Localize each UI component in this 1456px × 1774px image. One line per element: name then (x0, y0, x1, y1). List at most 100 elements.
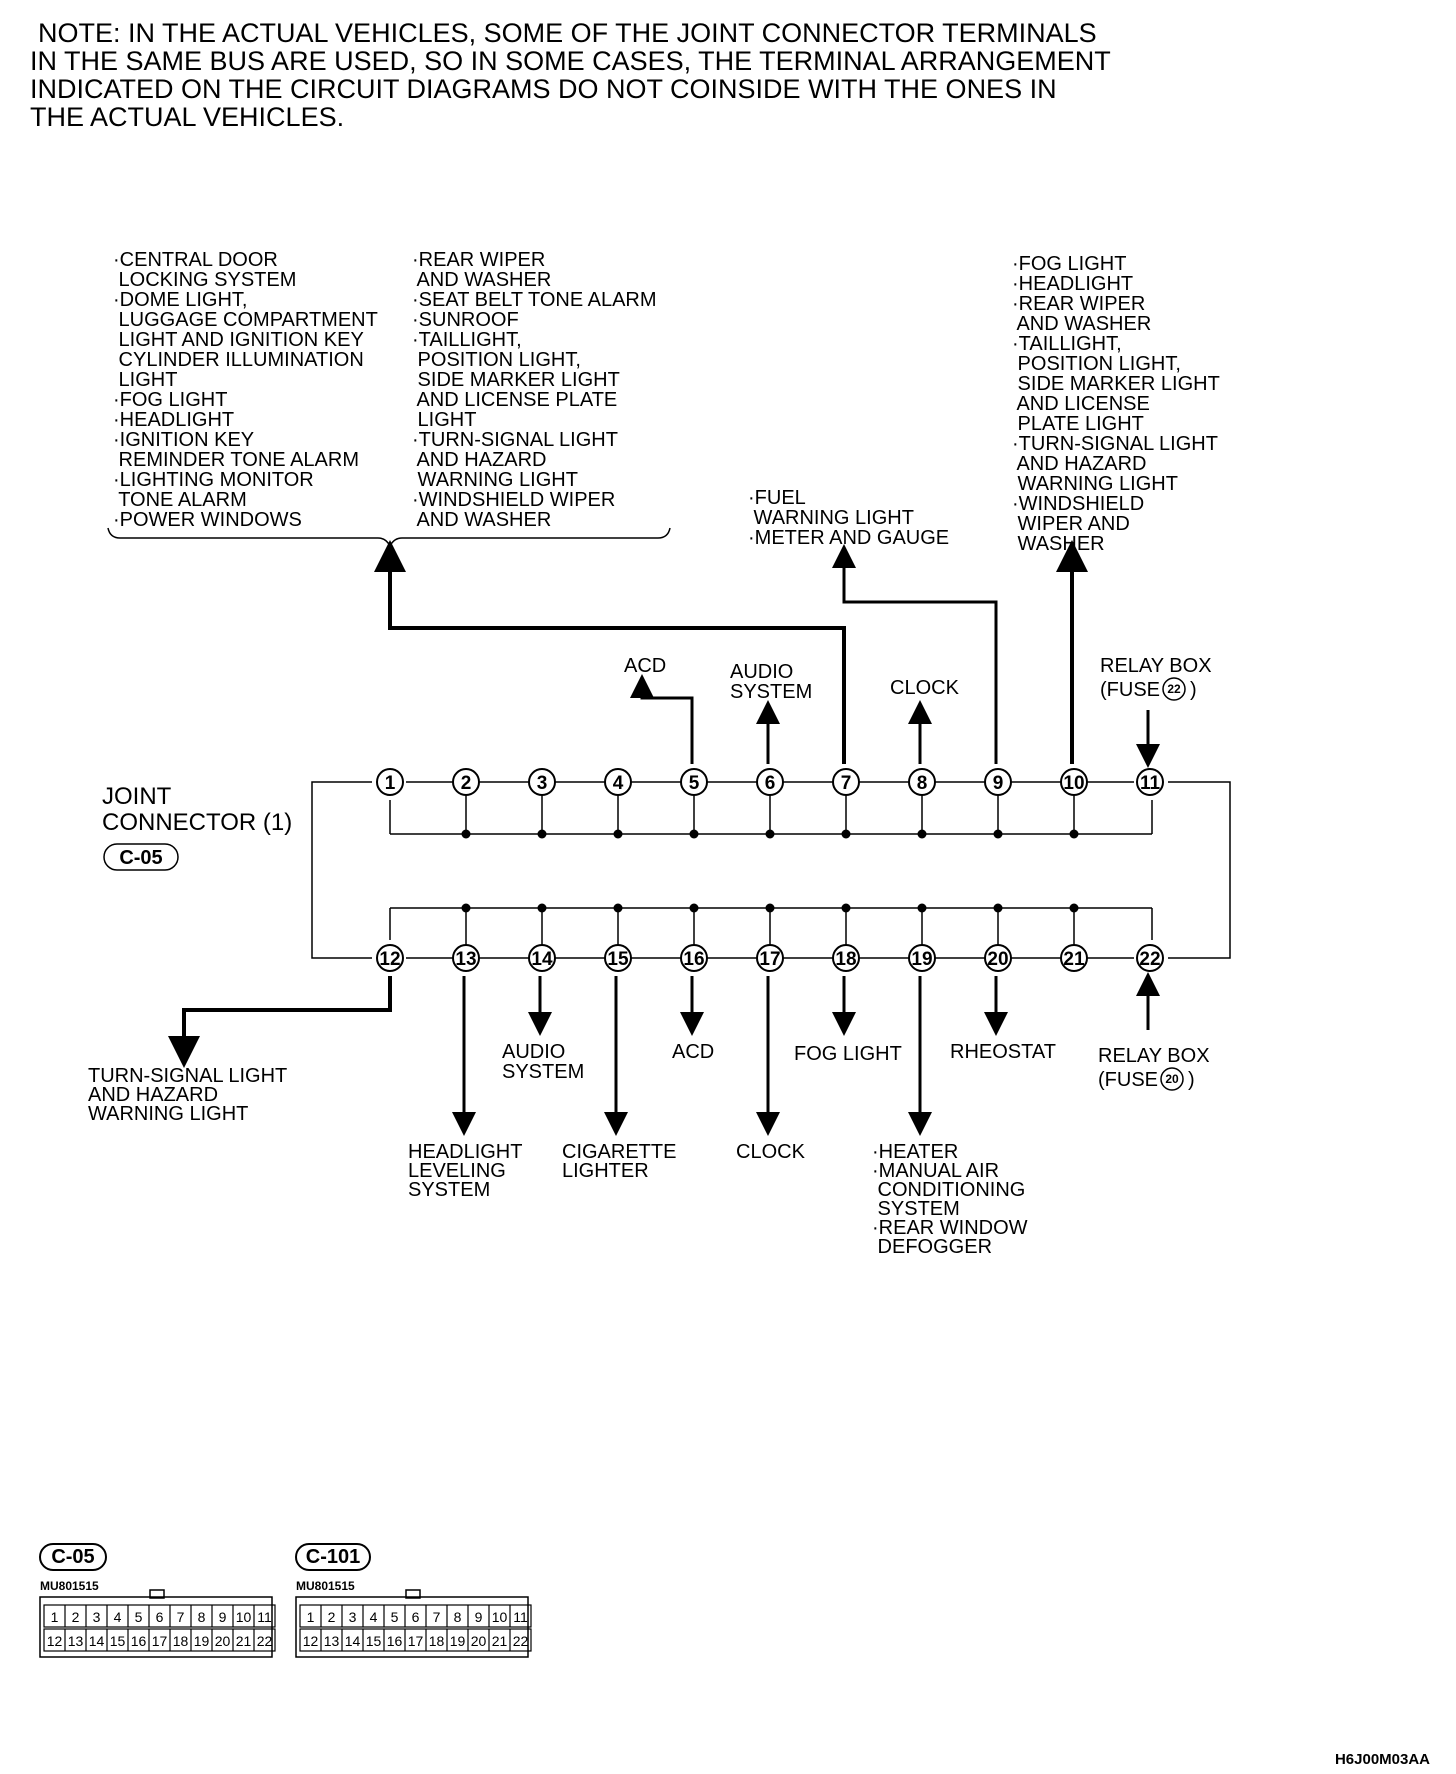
top-bus-drops (461, 795, 1079, 839)
pin-3: 3 (528, 768, 556, 796)
pin22-fuse-circle (1160, 1067, 1184, 1091)
connector-view-cell: 3 (349, 1609, 357, 1625)
connector-view-cell: 17 (408, 1633, 424, 1649)
pin14-label-line: SYSTEM (502, 1061, 584, 1083)
connector-view-cell: 6 (412, 1609, 420, 1625)
pin-17: 17 (756, 944, 784, 972)
group-right-line: ·REAR WIPER (412, 249, 545, 271)
bus-junction-dot (689, 829, 699, 839)
connector-view-lock-tab (405, 1589, 421, 1599)
group-right-line: AND LICENSE PLATE (412, 389, 617, 411)
wire-pin5-acd (630, 674, 694, 764)
connector-view-cell: 17 (152, 1633, 168, 1649)
connector-view-cell: 10 (492, 1609, 508, 1625)
bus-junction-dot (537, 903, 547, 913)
connector-title-line-1: JOINT (102, 783, 172, 810)
pin11-label-line-1: RELAY BOX (1100, 655, 1212, 677)
pin-number: 1 (385, 773, 396, 794)
pin10-label-line: ·TAILLIGHT, (1012, 333, 1122, 355)
pin-number: 7 (841, 773, 852, 794)
pin10-label-line: PLATE LIGHT (1012, 413, 1144, 435)
pin-12: 12 (376, 944, 404, 972)
bottom-bus (389, 907, 1153, 940)
figure-id: H6J00M03AA (1335, 1751, 1430, 1768)
connector-view-cell: 5 (135, 1609, 143, 1625)
bus-junction-dot (537, 829, 547, 839)
group-left-line: LUGGAGE COMPARTMENT (113, 309, 378, 331)
connector-view-row (43, 1604, 276, 1628)
pin-number: 20 (987, 949, 1008, 970)
pin6-label-line-2: SYSTEM (730, 681, 812, 703)
pin-16: 16 (680, 944, 708, 972)
bus-junction-dot (993, 903, 1003, 913)
pin10-label-line: WIPER AND (1012, 513, 1130, 535)
bus-junction-dot (689, 903, 699, 913)
group-right-line: LIGHT (412, 409, 476, 431)
bottom-wires (168, 972, 1160, 1136)
pin-number: 13 (455, 949, 476, 970)
pin-number: 12 (379, 949, 400, 970)
top-bus (389, 800, 1153, 835)
connector-view-code: C-05 (51, 1546, 94, 1568)
pin19-label-line: ·HEATER (872, 1141, 958, 1163)
connector-view-cell: 6 (156, 1609, 164, 1625)
top-wires (374, 540, 1160, 768)
connector-view-cell: 13 (324, 1633, 340, 1649)
pin-9: 9 (984, 768, 1012, 796)
pin10-label-line: WASHER (1012, 533, 1105, 555)
pin-2: 2 (452, 768, 480, 796)
bus-junction-dot (613, 829, 623, 839)
pin10-label-line: WARNING LIGHT (1012, 473, 1178, 495)
pin-number: 3 (537, 773, 548, 794)
connector-view-cell: 16 (387, 1633, 403, 1649)
connector-view-part-number: MU801515 (296, 1579, 355, 1593)
group-left-line: CYLINDER ILLUMINATION (113, 349, 364, 371)
bus-junction-dot (1069, 903, 1079, 913)
group-right-line: AND WASHER (412, 269, 551, 291)
pin9-label-line: ·FUEL (748, 487, 806, 509)
connector-view-cell: 21 (492, 1633, 508, 1649)
pin6-label-line-1: AUDIO (730, 661, 793, 683)
pin15-label-line: CIGARETTE (562, 1141, 676, 1163)
connector-view-cell: 20 (215, 1633, 231, 1649)
group-left-line: ·DOME LIGHT, (113, 289, 247, 311)
pin-number: 15 (607, 949, 629, 970)
group-right-line: ·SEAT BELT TONE ALARM (412, 289, 657, 311)
group-left-line: ·CENTRAL DOOR (113, 249, 278, 271)
pin19-label-line: ·MANUAL AIR (872, 1160, 999, 1182)
pin10-label-line: POSITION LIGHT, (1012, 353, 1181, 375)
pin-number: 11 (1140, 773, 1161, 794)
connector-view-cell: 1 (307, 1609, 315, 1625)
group-left-line: ·LIGHTING MONITOR (113, 469, 314, 491)
note-line-3: INDICATED ON THE CIRCUIT DIAGRAMS DO NOT… (30, 74, 1057, 104)
pin-number: 8 (917, 773, 928, 794)
pin-number: 10 (1063, 773, 1084, 794)
bus-junction-dot (461, 903, 471, 913)
pin8-label: CLOCK (890, 677, 960, 699)
connector-view-cell: 22 (513, 1633, 529, 1649)
connector-view-code-badge (295, 1543, 371, 1571)
bus-junction-dot (841, 829, 851, 839)
connector-view-row (299, 1604, 532, 1628)
pin11-label-fuse-close: ) (1190, 679, 1197, 701)
pin22-label-fuse-open: (FUSE (1098, 1069, 1158, 1091)
pin-1: 1 (376, 768, 404, 796)
connector-view-cell: 19 (450, 1633, 466, 1649)
pin-14: 14 (528, 944, 556, 972)
pin14-label-line: AUDIO (502, 1041, 565, 1063)
connector-view-cell: 20 (471, 1633, 487, 1649)
bottom-bus-drops (461, 903, 1079, 945)
pin13-label-line: LEVELING (408, 1160, 506, 1182)
pin16-label: ACD (672, 1041, 714, 1063)
group-right-line: ·SUNROOF (412, 309, 519, 331)
pin10-label-line: SIDE MARKER LIGHT (1012, 373, 1220, 395)
pin-5: 5 (680, 768, 708, 796)
pin18-label: FOG LIGHT (794, 1043, 902, 1065)
pin-13: 13 (452, 944, 480, 972)
connector-view-cell: 19 (194, 1633, 210, 1649)
pin5-label: ACD (624, 655, 666, 677)
pin22-label-fuse-close: ) (1188, 1069, 1195, 1091)
pin12-label-line: TURN-SIGNAL LIGHT (88, 1065, 287, 1087)
